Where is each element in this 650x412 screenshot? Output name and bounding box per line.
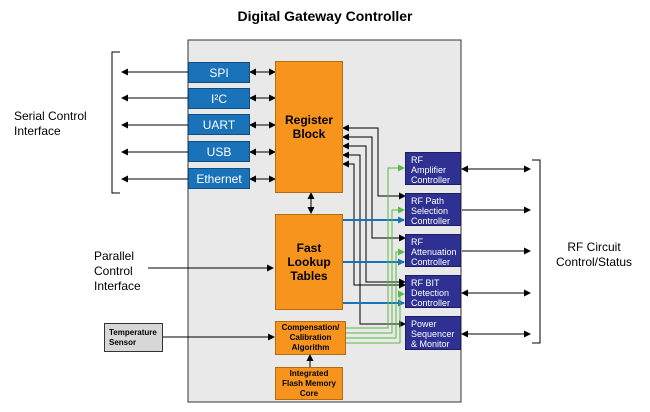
uart-block: UART [188,114,250,135]
rf-amplifier-controller: RF Amplifier Controller [405,152,461,185]
usb-block: USB [188,141,250,162]
temperature-sensor-block: Temperature Sensor [104,323,163,352]
lookup-tables-block: Fast Lookup Tables [275,214,343,310]
rf-bracket [532,159,541,344]
diagram-title: Digital Gateway Controller [237,8,413,24]
compensation-block: Compensation/ Calibration Algorithm [275,321,346,355]
register-block: Register Block [275,61,343,193]
spi-block: SPI [188,62,250,83]
comp-rf-link-4 [346,290,405,344]
comp-rf-link-3 [346,248,405,339]
rf-circuit-label: RF Circuit Control/Status [556,240,633,269]
rf-bit-detection-controller: RF BIT Detection Controller [405,275,461,308]
flash-memory-block: Integrated Flash Memory Core [275,367,343,400]
serial-bracket [111,51,120,194]
comp-rf-link-1 [346,164,405,329]
parallel-control-label: Parallel Control Interface [94,249,141,293]
rf-attenuation-controller: RF Attenuation Controller [405,234,461,267]
serial-control-label: Serial Control Interface [14,109,87,138]
rf-path-selection-controller: RF Path Selection Controller [405,193,461,226]
register-rf-link-5 [342,160,406,289]
comp-rf-link-2 [346,206,405,334]
power-sequencer-monitor: Power Sequencer & Monitor [405,316,461,350]
i2c-block: I²C [188,88,250,109]
ethernet-block: Ethernet [188,168,250,189]
